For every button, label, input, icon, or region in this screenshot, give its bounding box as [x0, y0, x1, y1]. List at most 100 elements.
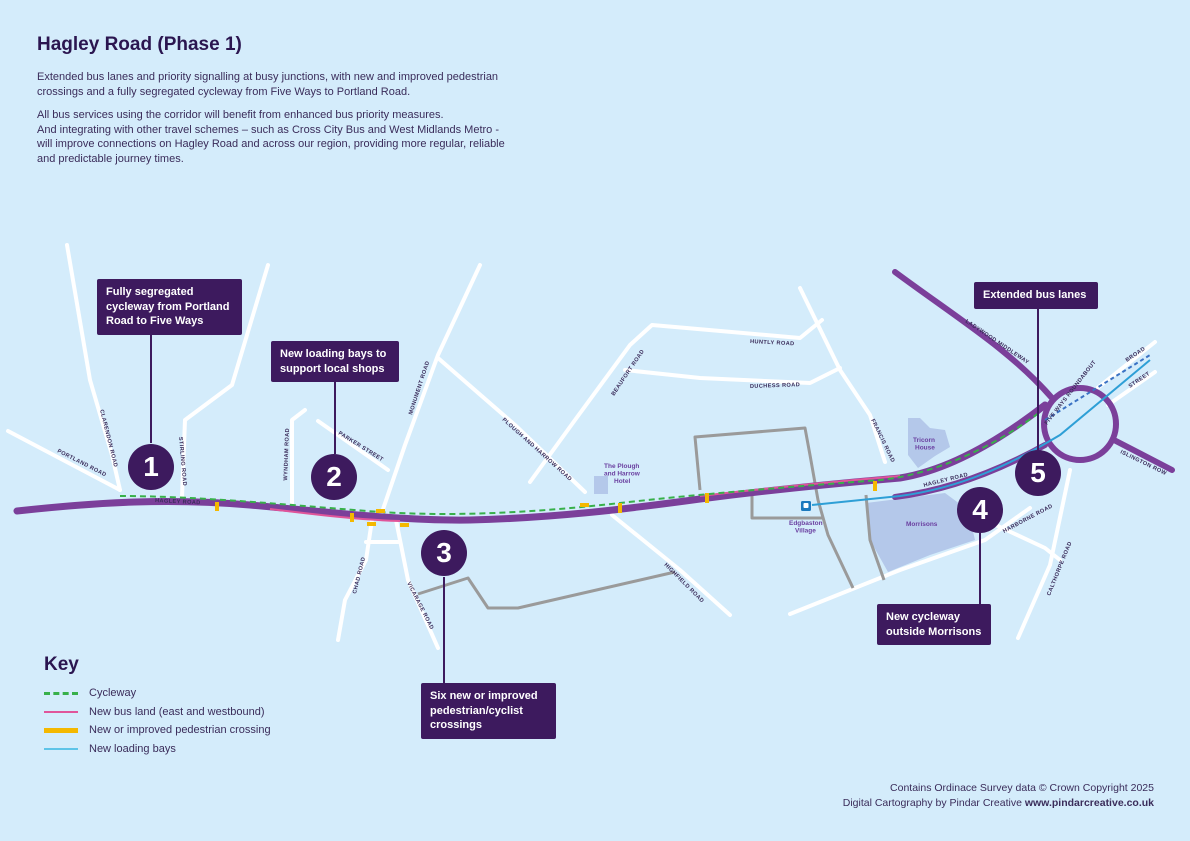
callout-line: crossings [430, 719, 482, 731]
key-row-loading: New loading bays [44, 740, 271, 759]
label-portland-road: PORTLAND ROAD [56, 448, 107, 478]
intro-line: crossings and a fully segregated cyclewa… [37, 85, 411, 98]
callout-line: Six new or improved [430, 690, 538, 702]
callout-leaders [150, 307, 1039, 684]
buildings [594, 418, 975, 572]
ladywood-middleway [892, 269, 1055, 401]
crossing [873, 481, 877, 491]
callout-line: New loading bays to [280, 348, 387, 360]
crossings [215, 481, 877, 527]
callout-line: New cycleway [886, 611, 960, 623]
label-tricorn-house: Tricorn House [913, 437, 937, 452]
crossing [400, 523, 409, 527]
cycleway-swatch [44, 691, 78, 695]
label-plough-line: The Plough [604, 463, 639, 470]
map-credits: Contains Ordinace Survey data © Crown Co… [843, 781, 1154, 810]
street-harborne-2 [983, 518, 1062, 562]
street-francis [798, 286, 887, 464]
key-label: Cycleway [89, 687, 137, 700]
label-stirling-road: STIRLING ROAD [177, 437, 187, 487]
credit-line-2: Digital Cartography by Pindar Creative w… [843, 796, 1154, 811]
crossing [350, 513, 354, 522]
key-label: New or improved pedestrian crossing [89, 724, 271, 737]
bus-lanes [269, 475, 901, 522]
tram-icon [801, 501, 811, 511]
callout-line: Road to Five Ways [106, 315, 204, 327]
marker-4[interactable]: 4 [957, 487, 1003, 533]
marker-number: 1 [143, 451, 159, 482]
marker-number: 5 [1030, 457, 1046, 488]
credit-url-link[interactable]: www.pindarcreative.co.uk [1024, 796, 1154, 809]
metro-line-east-branch [750, 492, 822, 520]
marker-number: 4 [972, 494, 988, 525]
loading-bay-swatch [44, 747, 78, 750]
street-calthorpe [1016, 468, 1072, 640]
key-title: Key [44, 654, 79, 675]
street-highfield [610, 513, 732, 617]
label-hagley-road-west: HAGLEY ROAD [155, 498, 201, 506]
callout-line: Extended bus lanes [983, 289, 1087, 301]
bus-lane-east [699, 475, 901, 497]
marker-number: 3 [436, 537, 452, 568]
place-labels: The Plough and Harrow Hotel Tricorn Hous… [604, 437, 938, 535]
building-plough-hotel [594, 476, 608, 494]
intro-line: Extended bus lanes and priority signalli… [37, 71, 499, 83]
callout-1: Fully segregated cycleway from Portland … [97, 279, 242, 335]
islington-row [1111, 437, 1175, 473]
callout-line: cycleway from Portland [106, 300, 230, 313]
crossing [367, 522, 376, 526]
metro-line-west [417, 570, 676, 610]
intro-line: And integrating with other travel scheme… [37, 123, 499, 136]
street-duchess [623, 366, 842, 385]
callout-line: outside Morrisons [886, 625, 982, 638]
label-chad-road: CHAD ROAD [352, 556, 367, 594]
label-edgbaston-line: Village [795, 528, 816, 535]
street-wyndham [290, 408, 307, 509]
building-tricorn [908, 418, 950, 468]
crossing [580, 503, 589, 507]
label-broad: BROAD [1125, 346, 1147, 364]
street-clarendon [65, 243, 122, 492]
metro-line-east-loop [693, 426, 855, 589]
street-stirling [180, 263, 270, 499]
key-label: New loading bays [89, 742, 176, 755]
marker-3[interactable]: 3 [421, 530, 467, 576]
bus-lane-west [269, 508, 401, 522]
intro-line: and predictable journey times. [37, 152, 184, 165]
callout-5: Extended bus lanes [974, 282, 1098, 309]
key-row-bus-lane: New bus land (east and westbound) [44, 703, 271, 722]
label-street: STREET [1128, 371, 1152, 390]
street-harborne [788, 506, 1032, 616]
intro-line: All bus services using the corridor will… [37, 109, 444, 121]
street-broad-2 [1106, 370, 1157, 407]
label-edgbaston-line: Edgbaston [789, 520, 823, 527]
credit-prefix: Digital Cartography by Pindar Creative [842, 796, 1025, 809]
street-broad [1093, 340, 1157, 392]
loading-bay-line [811, 359, 1151, 506]
five-ways-roundabout [1041, 385, 1119, 463]
street-portland [6, 429, 122, 492]
label-plough-line: and Harrow [604, 471, 641, 478]
street-beaufort [528, 318, 824, 484]
label-wyndham-road: WYNDHAM ROAD [283, 428, 291, 481]
key-row-cycleway: Cycleway [44, 684, 271, 703]
marker-5[interactable]: 5 [1015, 450, 1061, 496]
crossing [215, 502, 219, 511]
marker-2[interactable]: 2 [311, 454, 357, 500]
label-plough-line: Hotel [614, 478, 630, 485]
crossing [705, 493, 709, 503]
bus-lane-swatch [44, 710, 78, 713]
metro-lines [417, 426, 886, 610]
intro-paragraph-2: All bus services using the corridor will… [37, 108, 597, 166]
label-duchess-road: DUCHESS ROAD [750, 382, 800, 390]
label-tricorn-line: House [915, 445, 935, 452]
marker-1[interactable]: 1 [128, 444, 174, 490]
loading-bays [811, 354, 1151, 506]
label-huntly-road: HUNTLY ROAD [750, 339, 795, 347]
streets [6, 243, 1157, 650]
key-row-crossing: New or improved pedestrian crossing [44, 721, 271, 740]
building-morrisons [866, 493, 975, 572]
street-parker [316, 419, 390, 472]
tram-icon-body [803, 503, 809, 508]
